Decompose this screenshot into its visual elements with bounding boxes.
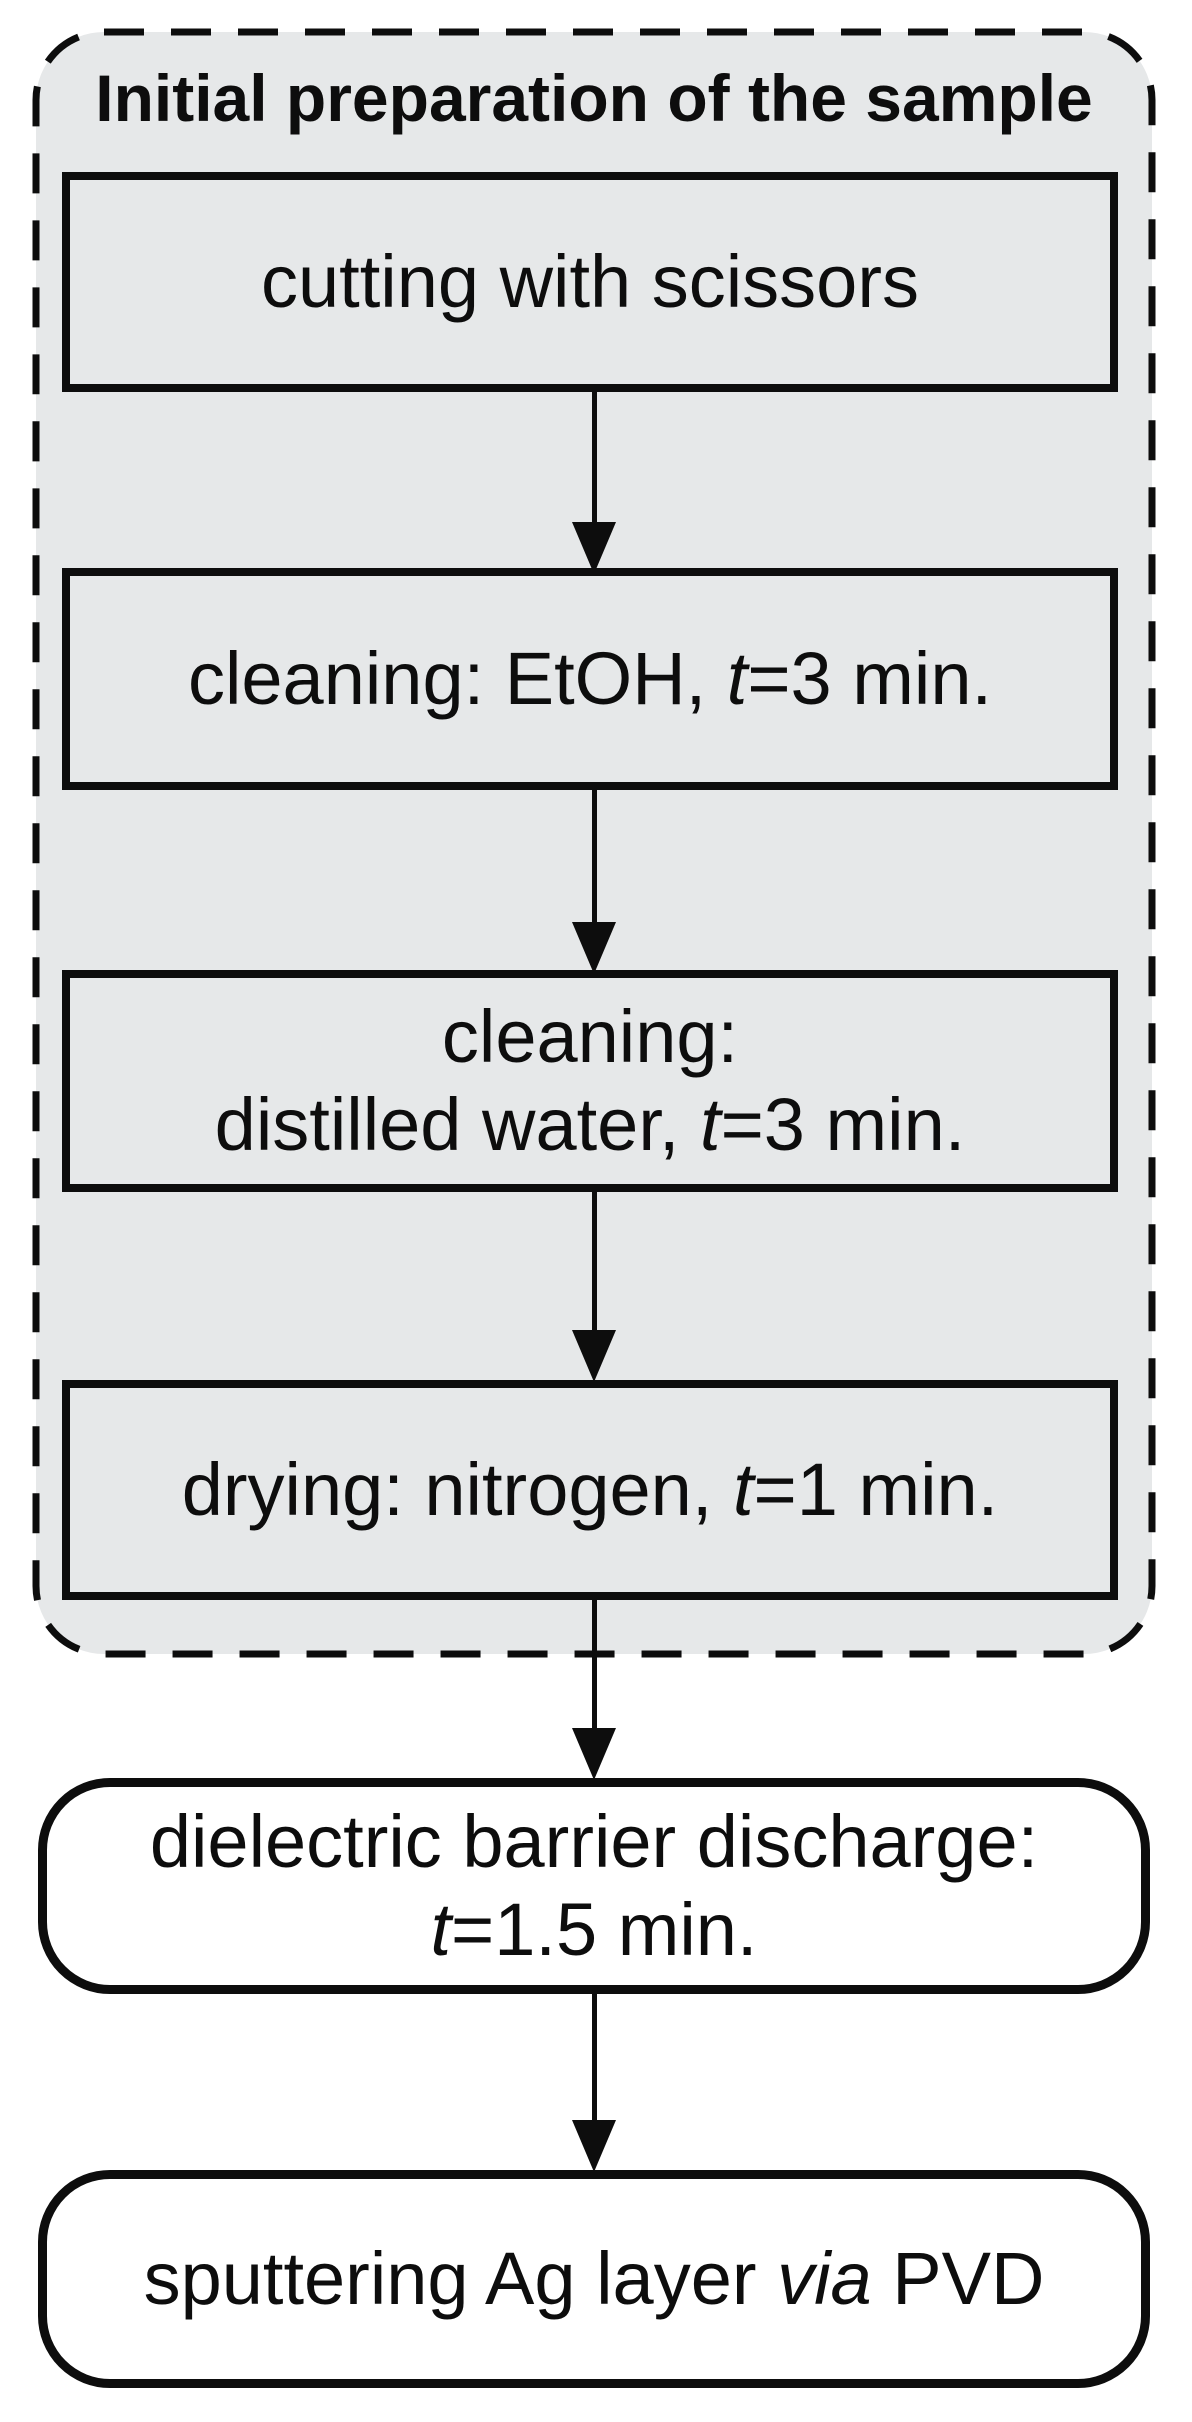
arrow-head-icon — [572, 1330, 616, 1382]
step-drying: drying: nitrogen, t=1 min. — [62, 1380, 1118, 1600]
step-cutting: cutting with scissors — [62, 172, 1118, 392]
step-cleaning-distilled-water: cleaning: distilled water, t=3 min. — [62, 970, 1118, 1192]
step-sputtering-ag-layer: sputtering Ag layer via PVD — [38, 2170, 1150, 2388]
arrow-shaft — [591, 1192, 597, 1330]
group-title: Initial preparation of the sample — [95, 61, 1093, 135]
arrow-shaft — [591, 392, 597, 522]
arrow-head-icon — [572, 2120, 616, 2172]
flow-arrow-2 — [572, 790, 616, 974]
flow-arrow-5 — [572, 1994, 616, 2172]
step-cleaning-etoh: cleaning: EtOH, t=3 min. — [62, 568, 1118, 790]
step-drying-label: drying: nitrogen, t=1 min. — [181, 1448, 999, 1531]
arrow-shaft — [591, 790, 597, 922]
arrow-shaft — [591, 1600, 597, 1728]
step-sputtering-label: sputtering Ag layer via PVD — [143, 2237, 1045, 2320]
step-cleaning-etoh-label: cleaning: EtOH, t=3 min. — [187, 637, 993, 720]
step-cutting-label: cutting with scissors — [261, 240, 919, 323]
step-dbd-line1: dielectric barrier discharge: — [149, 1800, 1039, 1883]
arrow-shaft — [591, 1994, 597, 2120]
arrow-head-icon — [572, 1728, 616, 1780]
step-cleaning-distilled-water-line2: distilled water, t=3 min. — [214, 1083, 966, 1166]
arrow-head-icon — [572, 522, 616, 574]
flow-arrow-1 — [572, 392, 616, 574]
step-cleaning-distilled-water-line1: cleaning: — [441, 995, 739, 1078]
step-dielectric-barrier-discharge: dielectric barrier discharge: t=1.5 min. — [38, 1778, 1150, 1994]
flow-arrow-3 — [572, 1192, 616, 1382]
flow-arrow-4 — [572, 1600, 616, 1780]
arrow-head-icon — [572, 922, 616, 974]
step-dbd-line2: t=1.5 min. — [430, 1888, 758, 1971]
